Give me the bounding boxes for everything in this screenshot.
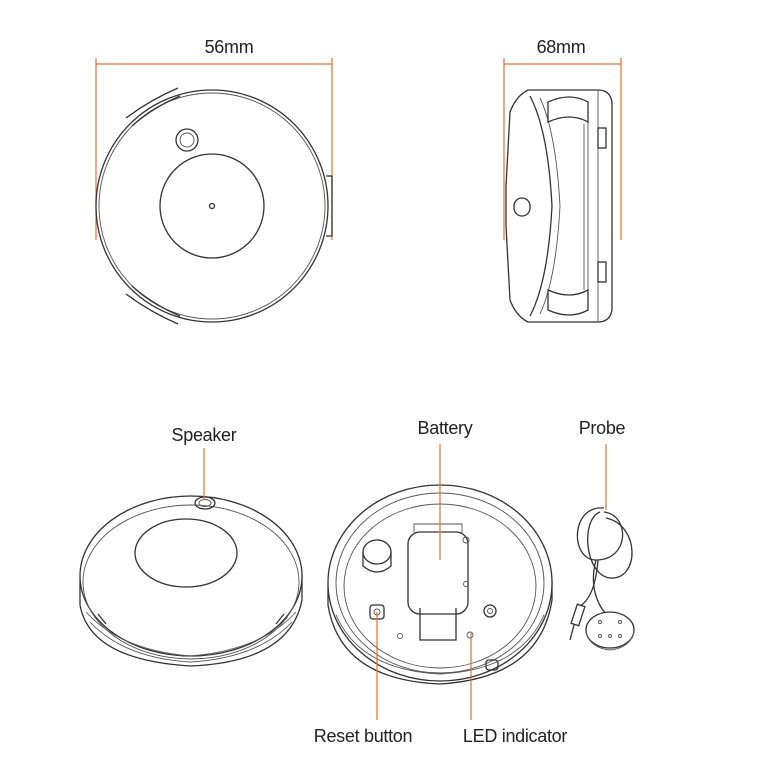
probe-label: Probe bbox=[578, 418, 626, 438]
led-indicator-label: LED indicator bbox=[462, 726, 568, 746]
depth-dimension-label: 68mm bbox=[536, 37, 586, 57]
device-perspective-closed bbox=[79, 495, 303, 667]
battery-label: Battery bbox=[417, 418, 473, 438]
reset-button-label: Reset button bbox=[313, 726, 413, 746]
device-side-view bbox=[505, 89, 613, 323]
width-dimension-label: 56mm bbox=[204, 37, 254, 57]
width-dimension-line bbox=[95, 58, 333, 240]
speaker-label: Speaker bbox=[171, 425, 237, 445]
probe-cable bbox=[569, 507, 635, 651]
depth-dimension-line bbox=[503, 58, 622, 240]
device-top-view bbox=[95, 87, 333, 325]
device-perspective-open bbox=[327, 484, 553, 685]
